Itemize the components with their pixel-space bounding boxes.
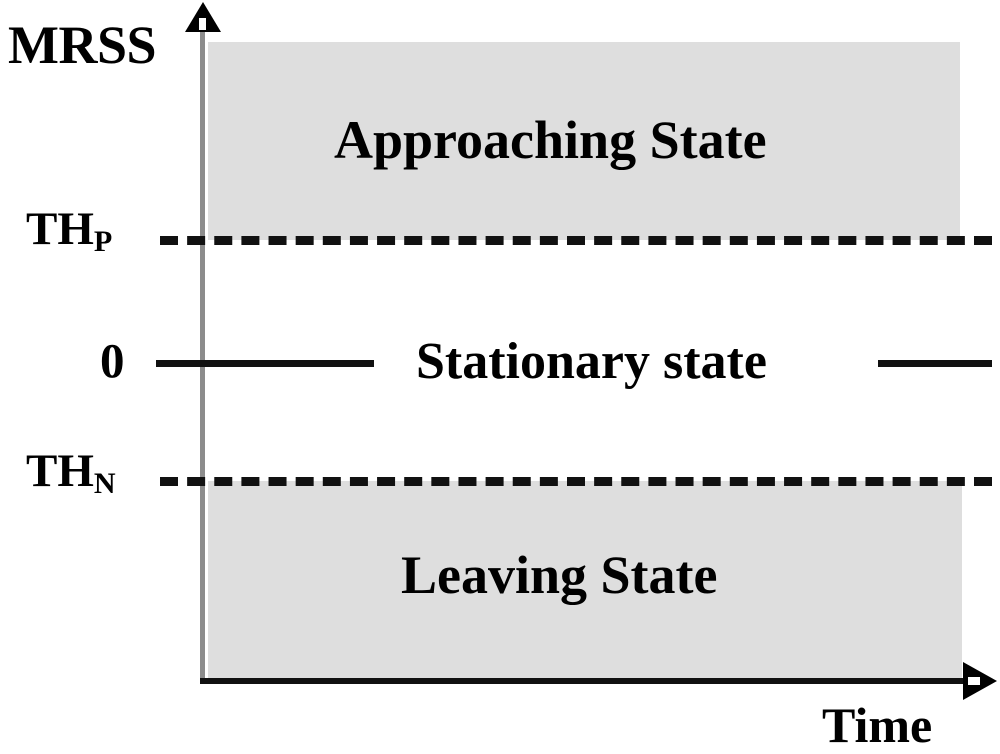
x-axis-line [200, 678, 990, 684]
leaving-state-label: Leaving State [401, 545, 718, 605]
tick-label-threshold-negative-subscript: N [93, 465, 116, 500]
x-axis-label: Time [822, 697, 933, 753]
arrow-right-icon-notch [968, 677, 980, 685]
stationary-state-label: Stationary state [416, 333, 767, 390]
tick-label-zero: 0 [100, 333, 125, 388]
zero-line-right-segment [878, 360, 992, 367]
approaching-state-band [208, 42, 960, 240]
threshold-positive-line [160, 236, 992, 245]
approaching-state-label: Approaching State [334, 110, 767, 170]
leaving-state-band [208, 481, 962, 681]
threshold-negative-line [160, 477, 992, 486]
tick-label-threshold-positive: THP [26, 203, 112, 256]
tick-label-threshold-negative: THN [26, 445, 116, 498]
zero-line-left-segment [156, 360, 374, 367]
tick-label-threshold-negative-prefix: TH [26, 445, 94, 497]
arrow-up-icon-notch [199, 18, 206, 30]
tick-label-threshold-positive-subscript: P [93, 223, 113, 258]
tick-label-threshold-positive-prefix: TH [26, 203, 94, 255]
y-axis-label: MRSS [8, 15, 157, 75]
y-axis-line [200, 28, 205, 683]
